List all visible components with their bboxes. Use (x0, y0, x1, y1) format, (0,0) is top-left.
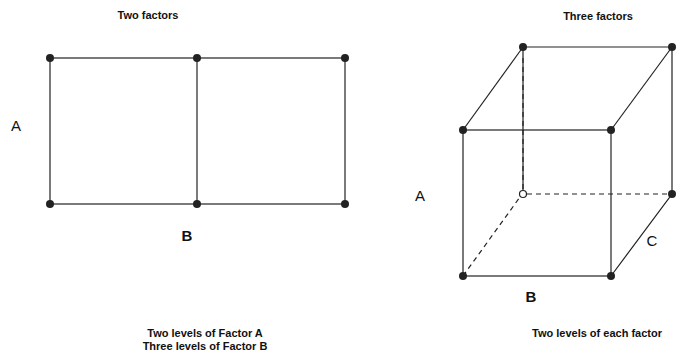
factor-label: A (11, 118, 21, 135)
design-point (519, 43, 527, 51)
factor-label: A (415, 188, 425, 205)
cube-edge (611, 47, 672, 130)
caption-line: Two levels of each factor (532, 327, 662, 339)
cube-edge (463, 47, 523, 130)
cube-points (459, 43, 676, 280)
cube-back-edges (523, 47, 672, 276)
grid-outline (50, 58, 345, 204)
hidden-design-point (520, 191, 527, 198)
design-point (668, 43, 676, 51)
design-point (668, 190, 676, 198)
design-point (341, 200, 349, 208)
panel-title: Two factors (118, 9, 179, 21)
design-point (193, 54, 201, 62)
hidden-edge (522, 58, 523, 190)
design-point (193, 200, 201, 208)
two-factor-grid (50, 58, 345, 204)
hidden-edge (527, 193, 672, 194)
design-point (459, 126, 467, 134)
panel-title: Three factors (563, 10, 633, 22)
design-point (46, 54, 54, 62)
factor-label: C (647, 233, 658, 250)
cube-front-face (463, 130, 611, 276)
factor-label: B (526, 289, 537, 306)
cube-hidden-edges (463, 58, 672, 276)
grid-divider (196, 58, 197, 204)
design-point (341, 54, 349, 62)
factor-label: B (182, 228, 193, 245)
design-point (46, 200, 54, 208)
design-point (607, 126, 615, 134)
design-point (607, 272, 615, 280)
cube-edges (463, 47, 672, 276)
hidden-edge (463, 197, 520, 276)
caption-line: Two levels of Factor A (147, 327, 263, 339)
design-point (459, 272, 467, 280)
two-factor-points (46, 54, 349, 208)
caption-line: Three levels of Factor B (143, 340, 268, 352)
